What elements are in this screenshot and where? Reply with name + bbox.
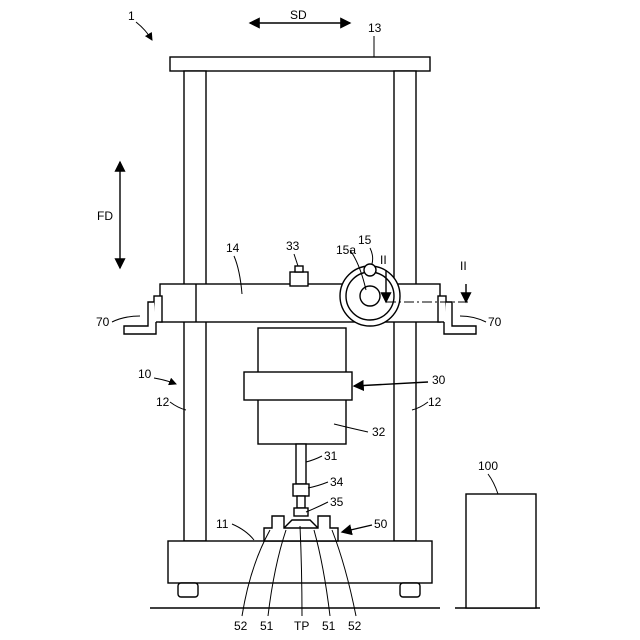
label-100: 100 — [478, 459, 498, 473]
label-fd: FD — [97, 209, 113, 223]
leader-50 — [342, 525, 372, 532]
knob-33 — [290, 272, 308, 286]
leader-33 — [294, 254, 298, 266]
label-15: 15 — [358, 233, 372, 247]
leader-31 — [306, 456, 322, 462]
leader-30 — [354, 382, 428, 386]
gear-hub — [360, 286, 380, 306]
label-fig-ref: 1 — [128, 9, 135, 23]
label-bottom-52-left: 52 — [234, 619, 248, 633]
label-12-right: 12 — [428, 395, 442, 409]
coupling-34 — [293, 484, 309, 496]
top-plate — [170, 57, 430, 71]
label-bottom-51-right: 51 — [322, 619, 336, 633]
label-50: 50 — [374, 517, 388, 531]
label-70-right: 70 — [488, 315, 502, 329]
leader-1 — [136, 22, 152, 40]
label-34: 34 — [330, 475, 344, 489]
label-14: 14 — [226, 241, 240, 255]
left-handle — [124, 302, 156, 334]
label-bottom-tp: TP — [294, 619, 309, 633]
fixture-inner — [284, 520, 318, 528]
base — [168, 541, 432, 583]
label-15a: 15a — [336, 243, 356, 257]
leader-35 — [306, 502, 328, 512]
label-section-left: II — [380, 253, 387, 267]
label-33: 33 — [286, 239, 300, 253]
label-bottom-51-left: 51 — [260, 619, 274, 633]
label-35: 35 — [330, 495, 344, 509]
label-10: 10 — [138, 367, 152, 381]
left-foot — [178, 583, 198, 597]
label-32: 32 — [372, 425, 386, 439]
gear-pin — [364, 264, 376, 276]
label-30: 30 — [432, 373, 446, 387]
label-section-right: II — [460, 259, 467, 273]
label-70-left: 70 — [96, 315, 110, 329]
leader-70-left — [112, 316, 140, 322]
label-13: 13 — [368, 21, 382, 35]
leader-11 — [232, 524, 254, 540]
leader-34 — [308, 482, 328, 488]
leader-100 — [488, 474, 498, 494]
right-foot — [400, 583, 420, 597]
label-11: 11 — [216, 517, 229, 531]
label-31: 31 — [324, 449, 338, 463]
leader-15 — [370, 248, 373, 264]
label-12-left: 12 — [156, 395, 170, 409]
spindle-35 — [294, 508, 308, 516]
leader-10 — [154, 378, 176, 384]
right-handle — [444, 302, 476, 334]
knob-33-top — [295, 266, 303, 272]
cylinder-band — [244, 372, 352, 400]
label-sd: SD — [290, 8, 307, 22]
rod-31 — [296, 444, 306, 484]
controller-box — [466, 494, 536, 608]
leader-70-right — [460, 316, 486, 322]
rod-lower — [297, 496, 305, 508]
label-bottom-52-right: 52 — [348, 619, 362, 633]
